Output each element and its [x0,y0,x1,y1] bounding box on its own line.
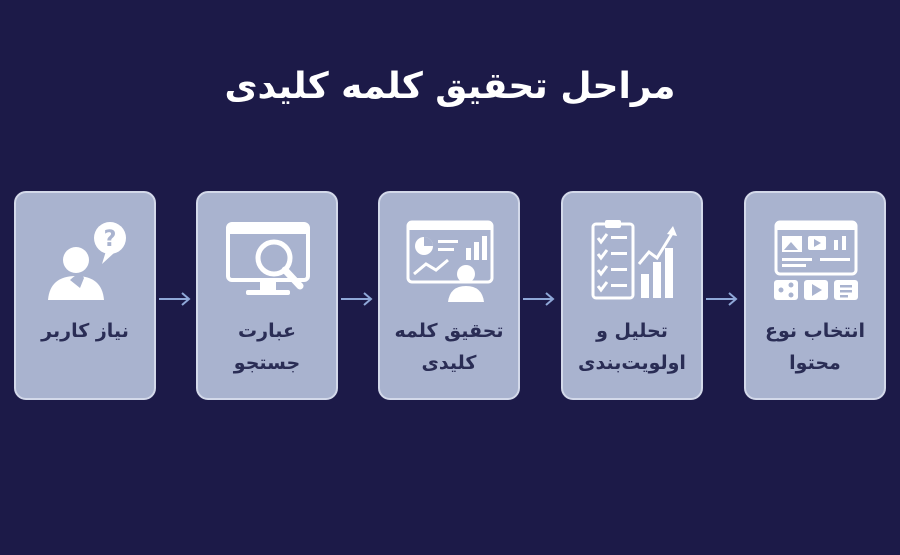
step-card-analysis-prioritization: تحلیل و اولویت‌بندی [561,191,703,400]
svg-text:?: ? [104,227,117,252]
analytics-dashboard-icon [406,220,494,302]
step-label: انتخاب نوع محتوا [765,320,865,374]
arrow-right-icon [523,292,555,306]
arrow-right-icon [706,292,738,306]
arrow-right-icon [159,292,191,306]
step-card-keyword-research: تحقیق کلمه کلیدی [378,191,520,400]
search-monitor-icon [226,222,310,295]
step-label: نیاز کاربر [41,320,129,342]
step-card-content-type: انتخاب نوع محتوا [744,191,886,400]
checklist-chart-icon [591,220,677,300]
arrow-right-icon [341,292,373,306]
step-card-search-term: عبارت جستجو [196,191,338,400]
content-types-icon [774,220,858,300]
step-label: تحلیل و اولویت‌بندی [578,320,686,374]
diagram-title: مراحل تحقیق کلمه کلیدی [224,66,676,107]
step-label: تحقیق کلمه کلیدی [394,320,504,374]
user-question-icon: ? [48,222,126,300]
step-card-user-need: ? نیاز کاربر [14,191,156,400]
step-label: عبارت جستجو [233,320,301,374]
